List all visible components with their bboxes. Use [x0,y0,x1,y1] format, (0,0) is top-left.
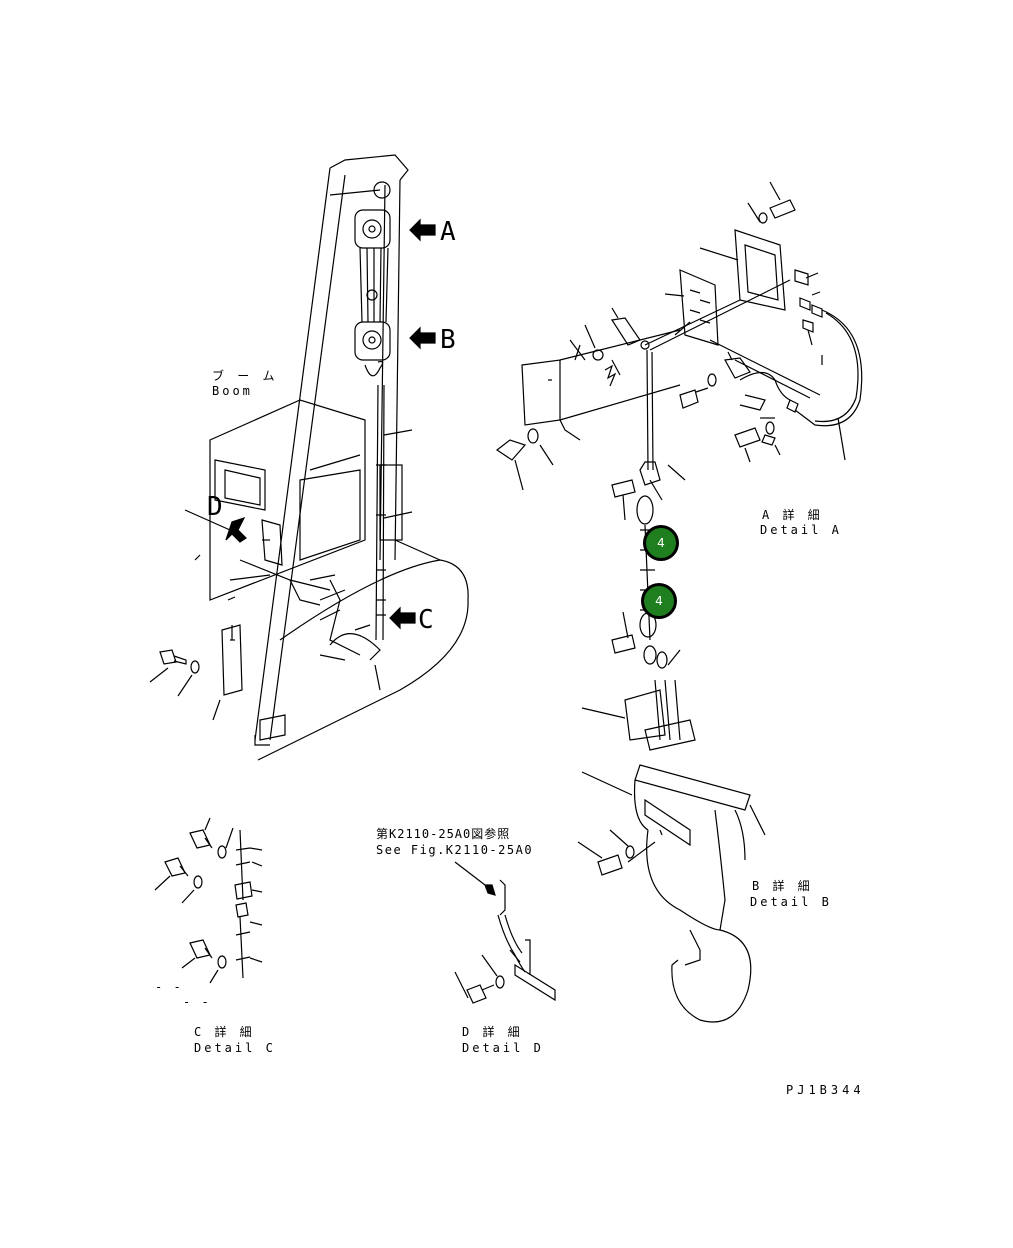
detail-c-dashes-right: - - [183,995,211,1009]
detail-a-label-jp: A 詳 細 [762,508,823,522]
drawing-number: PJ1B344 [786,1083,865,1097]
detail-d-label-en: Detail D [462,1041,544,1055]
boom-label-en: Boom [212,384,253,398]
detail-b-label-en: Detail B [750,895,832,909]
detail-b-label-jp: B 詳 細 [752,879,813,893]
callout-number: 4 [655,594,663,608]
boom-label-jp: ブ ー ム [212,369,278,383]
detail-d-label-jp: D 詳 細 [462,1025,523,1039]
arrow-label-a: A [440,217,456,247]
detail-a-drawing [495,181,863,491]
detail-c-dashes-left: - - [155,980,183,994]
detail-c-drawing [154,817,263,984]
see-fig-label-jp: 第K2110-25A0図参照 [376,827,511,841]
arrow-label-c: C [418,605,434,635]
boom-drawing [149,154,469,761]
arrow-label-b: B [440,325,456,355]
see-fig-label-en: See Fig.K2110-25A0 [376,843,534,857]
detail-c-label-en: Detail C [194,1041,276,1055]
detail-b-drawing [577,349,766,1023]
arrow-label-d: D [207,492,223,522]
detail-a-label-en: Detail A [760,523,842,537]
part-callout-4-upper[interactable]: 4 [643,525,679,561]
reference-arrows [225,218,436,630]
part-callout-4-lower[interactable]: 4 [641,583,677,619]
detail-c-label-jp: C 詳 細 [194,1025,255,1039]
callout-number: 4 [657,536,665,550]
detail-d-drawing [454,861,556,1004]
